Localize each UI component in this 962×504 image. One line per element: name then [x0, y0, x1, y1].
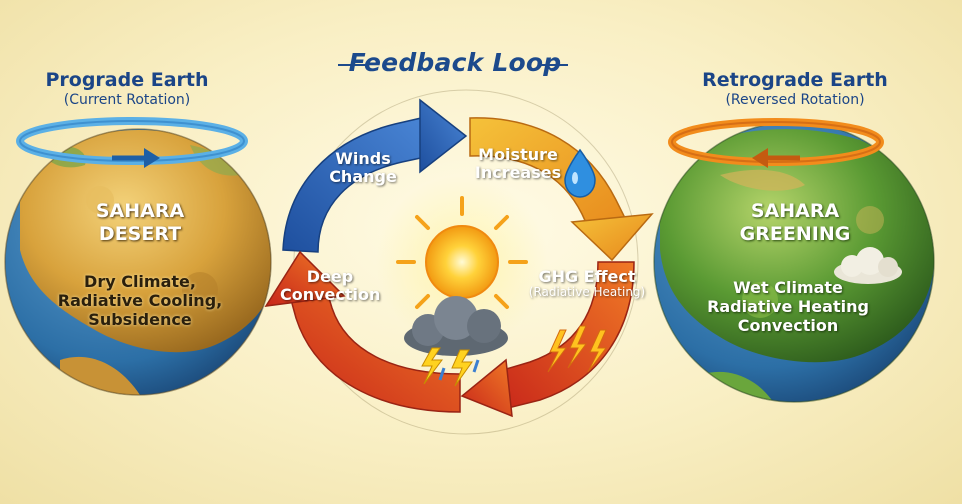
wet-climate-description: Wet Climate Radiative Heating Convection [688, 278, 888, 336]
title-rule-left [338, 64, 366, 66]
ghg-line-2: (Radiative Heating) [528, 285, 646, 300]
cloud-icon [834, 247, 902, 284]
prograde-earth-title: Prograde Earth (Current Rotation) [22, 69, 232, 108]
feedback-loop-ring [264, 89, 654, 435]
climate-line-1: Dry Climate, [84, 272, 196, 291]
ghg-effect-label: GHG Effect (Radiative Heating) [512, 267, 662, 300]
sun-icon [376, 176, 548, 348]
storm-cloud-icon [404, 296, 508, 387]
diagram-title-text: Feedback Loop [348, 48, 562, 77]
sahara-greening-label: SAHARA GREENING [700, 200, 890, 246]
sahara-desert-label: SAHARA DESERT [45, 200, 235, 246]
region-line-2: DESERT [98, 222, 182, 245]
retrograde-earth-title: Retrograde Earth (Reversed Rotation) [690, 69, 900, 108]
deep-convection-label: Deep Convection [280, 267, 381, 305]
convection-line-1: Deep [306, 267, 354, 286]
moisture-line-2: Increases [474, 163, 562, 183]
region-line-1: SAHARA [95, 200, 185, 222]
climate-line-3: Subsidence [88, 310, 192, 330]
rotation-arrow-icon [16, 117, 248, 168]
region-line-2: GREENING [739, 222, 851, 245]
climate-line-3: Convection [737, 316, 839, 336]
reverse-rotation-arrow-icon [668, 118, 884, 168]
winds-line-2: Change [329, 167, 397, 187]
prograde-earth-subtitle: (Current Rotation) [63, 91, 191, 108]
retrograde-earth-name: Retrograde Earth [702, 69, 888, 91]
climate-line-2: Radiative Cooling, [57, 291, 223, 311]
diagram-title: Feedback Loop [330, 48, 580, 77]
prograde-earth-globe [4, 128, 272, 396]
dry-climate-description: Dry Climate, Radiative Cooling, Subsiden… [40, 272, 240, 330]
ghg-line-1: GHG Effect [538, 267, 636, 286]
winds-change-label: Winds Change [318, 149, 408, 187]
winds-line-1: Winds [335, 149, 391, 168]
climate-line-1: Wet Climate [733, 278, 843, 297]
retrograde-earth-subtitle: (Reversed Rotation) [725, 91, 865, 108]
climate-line-2: Radiative Heating [707, 297, 869, 317]
moisture-line-1: Moisture [478, 145, 558, 164]
water-drop-icon [564, 148, 596, 198]
heat-lightning-icon [547, 325, 607, 373]
prograde-earth-name: Prograde Earth [45, 69, 209, 91]
region-line-1: SAHARA [750, 200, 840, 222]
convection-line-2: Convection [280, 285, 381, 305]
moisture-increases-label: Moisture Increases [468, 145, 568, 183]
title-rule-right [540, 64, 568, 66]
